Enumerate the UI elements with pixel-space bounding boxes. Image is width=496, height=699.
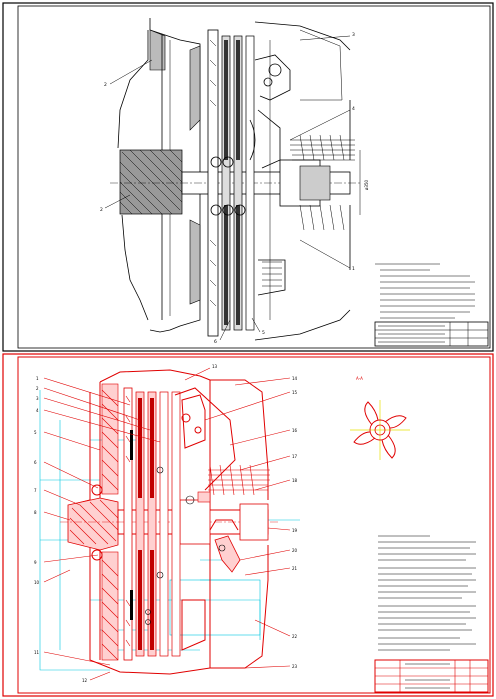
bottom-disc-details	[130, 430, 164, 625]
bottom-callout-7: 7	[34, 488, 37, 493]
bottom-sheet: А-А 1 2 3 4 5 6 7 8 9 10 11	[2, 353, 494, 697]
bottom-flywheel-hatch	[101, 383, 119, 661]
top-callouts: 2 2 3 4 1 5 6 ø350	[100, 32, 369, 345]
bottom-callout-2: 2	[36, 386, 39, 391]
top-callout-5: 5	[262, 330, 265, 336]
bottom-callout-13: 13	[212, 364, 218, 369]
bottom-callout-18: 18	[292, 478, 298, 483]
bottom-tech-notes	[378, 535, 476, 651]
bottom-callout-14: 14	[292, 376, 298, 381]
bottom-release-fork	[209, 519, 241, 573]
bottom-callout-1: 1	[36, 376, 39, 381]
top-callout-2b: 2	[100, 207, 103, 213]
top-callout-4: 4	[352, 106, 355, 112]
top-release-levers	[249, 54, 291, 296]
top-crankshaft	[119, 149, 183, 215]
bottom-callout-15: 15	[292, 390, 298, 395]
top-bearing-balls	[210, 156, 246, 216]
bottom-callout-17: 17	[292, 454, 298, 459]
top-tech-notes	[375, 263, 475, 319]
bottom-callout-12: 12	[82, 678, 88, 683]
top-callout-1: 1	[352, 266, 355, 272]
top-housing	[117, 18, 201, 333]
top-bell-housing	[254, 21, 355, 341]
top-callout-3: 3	[352, 32, 355, 38]
bottom-callout-19: 19	[292, 528, 298, 533]
bottom-crankshaft	[67, 484, 119, 561]
bottom-callout-20: 20	[292, 548, 298, 553]
top-callout-6: 6	[214, 339, 217, 345]
bottom-frame	[17, 356, 491, 694]
top-title-block	[374, 321, 489, 347]
bottom-callout-4: 4	[36, 408, 39, 413]
bottom-callout-5: 5	[34, 430, 37, 435]
top-sheet: 2 2 3 4 1 5 6 ø350	[2, 2, 494, 352]
top-disc-pack	[207, 29, 255, 337]
bottom-callouts-right: 13 14 15 16 17 18 19 20 21 22 23	[184, 364, 298, 669]
bottom-disc-pack	[123, 387, 181, 661]
top-dimension: ø350	[364, 179, 369, 190]
bottom-title-block	[374, 659, 489, 693]
bottom-callouts-left: 1 2 3 4 5 6 7 8 9 10 11 12	[34, 376, 161, 683]
bottom-callout-22: 22	[292, 634, 298, 639]
bottom-section-view: А-А	[350, 376, 410, 460]
bottom-callout-8: 8	[34, 510, 37, 515]
bottom-callout-6: 6	[34, 460, 37, 465]
bottom-release-levers	[174, 387, 270, 651]
bottom-callout-3: 3	[36, 396, 39, 401]
bottom-callout-11: 11	[34, 650, 40, 655]
bottom-callout-10: 10	[34, 580, 40, 585]
bottom-callout-21: 21	[292, 566, 298, 571]
top-frame	[17, 5, 491, 349]
bottom-callout-23: 23	[292, 664, 298, 669]
bottom-callout-16: 16	[292, 428, 298, 433]
bottom-callout-9: 9	[34, 560, 37, 565]
section-label: А-А	[356, 376, 363, 381]
top-callout-2a: 2	[104, 82, 107, 88]
